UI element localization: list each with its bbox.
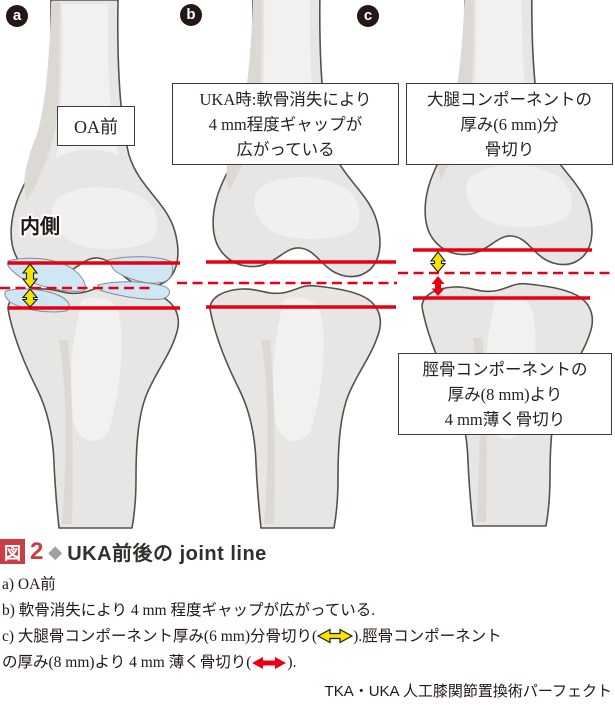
- knee-diagrams: [0, 0, 614, 529]
- panel-a-stage-label: OA前: [74, 117, 118, 137]
- caption-line-c2: の厚み(8 mm)より 4 mm 薄く骨切り().: [2, 650, 613, 676]
- figure-title-row: 図 2 ◆ UKA前後の joint line: [0, 537, 267, 566]
- panel-a-stage-label-box: OA前: [57, 106, 135, 146]
- panel-c-femur-note-line: 骨切り: [484, 139, 535, 159]
- figure-label-chip: 図: [0, 539, 25, 564]
- yellow-double-arrow-icon: [316, 628, 354, 644]
- panel-a-cartilage-arrow-lower: [21, 288, 39, 308]
- panel-b-note-line: 4 mm程度ギャップが: [208, 114, 363, 134]
- panel-a-badge: a: [6, 5, 28, 27]
- caption-line-c2-text: ).: [287, 654, 297, 671]
- panel-c-femur-note-box: 大腿コンポーネントの 厚み(6 mm)分 骨切り: [406, 83, 613, 165]
- panel-a-knee: [0, 0, 180, 529]
- panel-a-cartilage-arrow-upper: [21, 263, 39, 289]
- caption-line-c: c) 大腿骨コンポーネント厚み(6 mm)分骨切り( ).脛骨コンポーネント: [2, 624, 613, 650]
- panel-c-tibia-note-line: 4 mm薄く骨切り: [444, 409, 566, 429]
- panel-c-femur-note-line: 厚み(6 mm)分: [460, 114, 559, 134]
- panel-b-note-line: 広がっている: [236, 139, 335, 159]
- panel-c-femur-note-line: 大腿コンポーネントの: [427, 89, 592, 109]
- panel-c-tibia-note-line: 脛骨コンポーネントの: [422, 359, 588, 379]
- panel-c-femur-cut-arrow: [429, 251, 447, 273]
- panel-b-badge: b: [180, 4, 202, 26]
- panel-c-tibia-cut-arrow: [431, 276, 445, 296]
- figure-title: UKA前後の joint line: [67, 543, 267, 565]
- panel-c-badge: c: [357, 5, 379, 27]
- red-double-arrow-icon: [252, 657, 287, 669]
- panel-c-tibia-note-box: 脛骨コンポーネントの 厚み(8 mm)より 4 mm薄く骨切り: [398, 353, 612, 435]
- panel-b-knee: [177, 0, 397, 529]
- caption-line-c-text: ).脛骨コンポーネント: [353, 628, 502, 645]
- diamond-separator-icon: ◆: [48, 542, 63, 562]
- panel-b-note-box: UKA時:軟骨消失により 4 mm程度ギャップが 広がっている: [172, 83, 399, 165]
- caption-line-c2-text: の厚み(8 mm)より 4 mm 薄く骨切り(: [2, 654, 252, 671]
- panel-c-tibia-note-line: 厚み(8 mm)より: [447, 384, 563, 404]
- caption-line-c-text: c) 大腿骨コンポーネント厚み(6 mm)分骨切り(: [2, 628, 318, 645]
- panel-b-note-line: UKA時:軟骨消失により: [199, 89, 372, 109]
- caption-line-a: a) OA前: [2, 576, 56, 593]
- book-credit: TKA・UKA 人工膝関節置換術パーフェクト: [324, 683, 612, 700]
- caption-line-b: b) 軟骨消失により 4 mm 程度ギャップが広がっている.: [2, 602, 376, 619]
- panel-c-knee: [398, 0, 614, 527]
- panel-a-medial-label: 内側: [20, 216, 60, 238]
- figure-number: 2: [30, 537, 44, 565]
